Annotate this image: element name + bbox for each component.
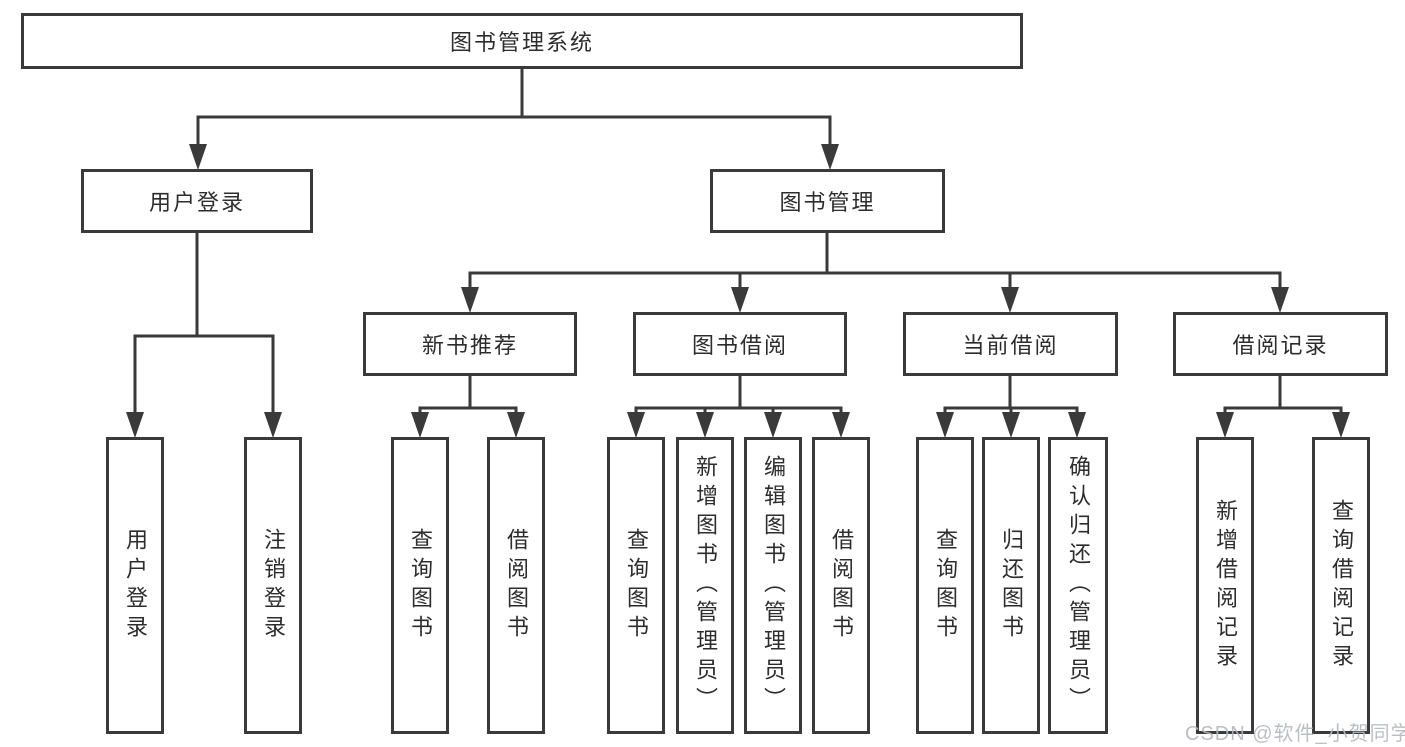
leaf-query-books-2: 查询图书 (607, 437, 665, 734)
leaf-query-books: 查询图书 (391, 437, 449, 734)
csdn-watermark: CSDN @软件_小贺同学 (1185, 723, 1405, 745)
leaf-label: 借阅图书 (829, 527, 854, 644)
leaf-add-borrow-record: 新增借阅记录 (1196, 437, 1254, 734)
leaf-label: 用户登录 (123, 527, 148, 644)
leaf-label: 归还图书 (999, 527, 1024, 644)
connector-root-to-level2 (189, 69, 839, 170)
connector-new-book-recommend-to-leaves (411, 376, 525, 438)
connector-current-borrow-to-leaves (936, 376, 1086, 438)
node-library-management-system: 图书管理系统 (21, 13, 1023, 69)
node-label: 当前借阅 (962, 333, 1059, 358)
node-current-borrow: 当前借阅 (903, 312, 1118, 376)
node-book-borrow: 图书借阅 (633, 312, 847, 376)
node-label: 用户登录 (148, 190, 245, 215)
leaf-borrow-books: 借阅图书 (487, 437, 545, 734)
leaf-add-books-admin: 新增图书（管理员） (676, 437, 734, 734)
node-new-book-recommend: 新书推荐 (363, 312, 577, 376)
node-user-login: 用户登录 (81, 169, 313, 233)
node-label: 图书管理 (779, 190, 876, 215)
leaf-label: 查询图书 (933, 527, 958, 644)
leaf-user-login: 用户登录 (106, 437, 164, 734)
leaf-label: 查询借阅记录 (1329, 498, 1354, 673)
leaf-confirm-return-admin: 确认归还（管理员） (1048, 437, 1108, 734)
leaf-label: 新增借阅记录 (1213, 498, 1238, 673)
node-borrow-records: 借阅记录 (1173, 312, 1388, 376)
node-label: 图书管理系统 (449, 30, 594, 55)
node-label: 图书借阅 (691, 333, 788, 358)
node-label: 新书推荐 (421, 333, 518, 358)
leaf-query-borrow-record: 查询借阅记录 (1312, 437, 1370, 734)
leaf-label: 编辑图书（管理员） (761, 455, 786, 716)
connector-borrow-records-to-leaves (1216, 376, 1350, 438)
leaf-label: 借阅图书 (504, 527, 529, 644)
leaf-label: 查询图书 (624, 527, 649, 644)
leaf-query-books-3: 查询图书 (916, 437, 974, 734)
leaf-return-books: 归还图书 (982, 437, 1040, 734)
connector-user-login-to-leaves (126, 233, 282, 438)
leaf-label: 注销登录 (261, 527, 286, 644)
leaf-label: 新增图书（管理员） (693, 455, 718, 716)
leaf-edit-books-admin: 编辑图书（管理员） (744, 437, 802, 734)
connector-book-borrow-to-leaves (627, 376, 850, 438)
leaf-borrow-books-2: 借阅图书 (812, 437, 870, 734)
connector-book-management-to-level3 (461, 233, 1289, 313)
node-label: 借阅记录 (1232, 333, 1329, 358)
leaf-label: 确认归还（管理员） (1066, 455, 1091, 716)
leaf-label: 查询图书 (408, 527, 433, 644)
leaf-logout: 注销登录 (244, 437, 302, 734)
node-book-management: 图书管理 (710, 169, 945, 233)
